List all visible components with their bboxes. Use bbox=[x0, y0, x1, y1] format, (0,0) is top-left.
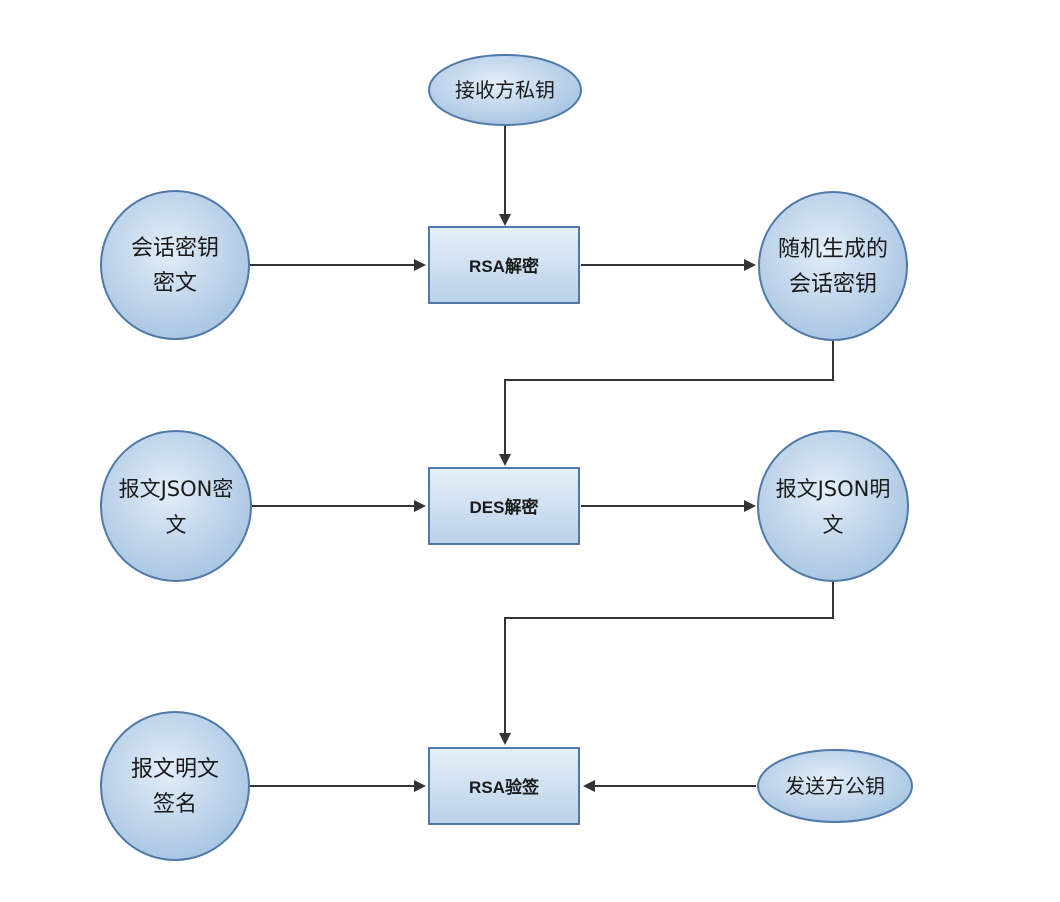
node-label-line1: 会话密钥 bbox=[131, 236, 219, 261]
node-json-cipher: 报文JSON密 文 bbox=[100, 430, 252, 582]
node-session-key-cipher: 会话密钥 密文 bbox=[100, 190, 250, 340]
node-label-line1: 随机生成的 bbox=[778, 237, 888, 262]
node-plain-signature: 报文明文 签名 bbox=[100, 711, 250, 861]
node-label: 发送方公钥 bbox=[785, 774, 885, 798]
node-label-line1: 报文JSON密 bbox=[119, 477, 234, 501]
node-label-line1: 报文JSON明 bbox=[776, 477, 891, 501]
node-label-line2: 文 bbox=[823, 513, 844, 537]
connectors bbox=[250, 125, 834, 792]
process-label: RSA验签 bbox=[469, 777, 540, 797]
edge-session-key-to-des-decrypt bbox=[499, 340, 834, 466]
edge-json-plain-to-rsa-verify bbox=[499, 580, 834, 745]
node-label-line2: 签名 bbox=[153, 792, 197, 817]
process-rsa-decrypt: RSA解密 bbox=[428, 226, 580, 304]
node-label-line2: 文 bbox=[166, 513, 187, 537]
process-label: RSA解密 bbox=[469, 256, 539, 276]
node-label-line2: 密文 bbox=[153, 271, 197, 296]
node-random-session-key: 随机生成的 会话密钥 bbox=[758, 191, 908, 341]
node-label-line2: 会话密钥 bbox=[789, 272, 877, 297]
node-receiver-private-key: 接收方私钥 bbox=[428, 54, 582, 126]
node-json-plain: 报文JSON明 文 bbox=[757, 430, 909, 582]
node-label: 接收方私钥 bbox=[455, 78, 555, 102]
node-sender-public-key: 发送方公钥 bbox=[757, 749, 913, 823]
node-label-line1: 报文明文 bbox=[131, 757, 219, 782]
process-rsa-verify: RSA验签 bbox=[428, 747, 580, 825]
process-des-decrypt: DES解密 bbox=[428, 467, 580, 545]
process-label: DES解密 bbox=[470, 497, 539, 517]
